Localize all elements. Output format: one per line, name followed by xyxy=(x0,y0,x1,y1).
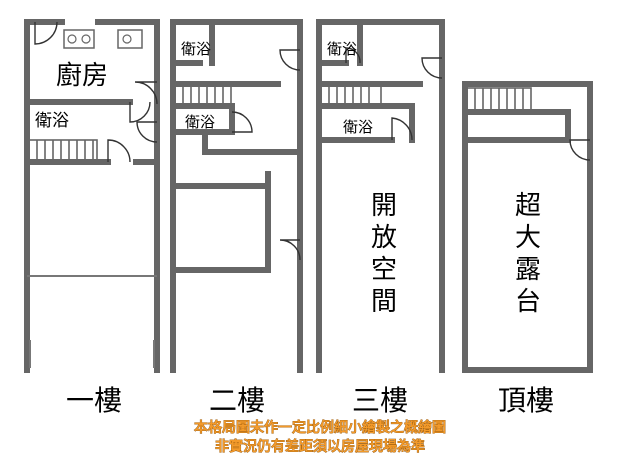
room-bath-upper: 衛浴 xyxy=(327,40,357,58)
roof-label: 頂樓 xyxy=(498,384,554,417)
floor-3-plan: 衛浴 衛浴 開 放 空 間 xyxy=(316,19,445,373)
floor-1-plan: 廚房 衛浴 xyxy=(24,19,160,373)
stairs-icon xyxy=(28,139,98,163)
terrace-char: 台 xyxy=(515,287,541,317)
roof-plan: 超 大 露 台 xyxy=(462,81,593,373)
floor-2-label: 二樓 xyxy=(209,384,265,417)
open-space-char: 空 xyxy=(371,255,397,285)
room-bath-upper: 衛浴 xyxy=(181,40,211,58)
stairs-icon xyxy=(320,85,382,105)
room-kitchen: 廚房 xyxy=(56,61,108,91)
open-space-char: 間 xyxy=(371,287,397,317)
stairs-icon xyxy=(466,87,532,111)
room-bath: 衛浴 xyxy=(35,111,69,131)
floor-1-label: 一樓 xyxy=(66,384,122,417)
open-space-char: 放 xyxy=(371,223,397,253)
floor-3-label: 三樓 xyxy=(352,384,408,417)
room-bath-lower: 衛浴 xyxy=(343,118,373,136)
terrace-char: 露 xyxy=(515,255,541,285)
open-space-char: 開 xyxy=(371,191,397,221)
terrace-char: 大 xyxy=(515,223,541,253)
notice-line-2: 非實況仍有差距須以房屋現場為準 xyxy=(215,438,425,455)
stove-icon xyxy=(63,29,95,49)
floor-2-plan: 衛浴 衛浴 xyxy=(170,19,303,373)
room-bath-lower: 衛浴 xyxy=(185,113,215,131)
sink-icon xyxy=(117,29,143,49)
stairs-icon xyxy=(174,85,232,105)
notice-line-1: 本格局圖未作一定比例細小繪製之概繪圖 xyxy=(194,419,446,436)
terrace-char: 超 xyxy=(515,191,541,221)
